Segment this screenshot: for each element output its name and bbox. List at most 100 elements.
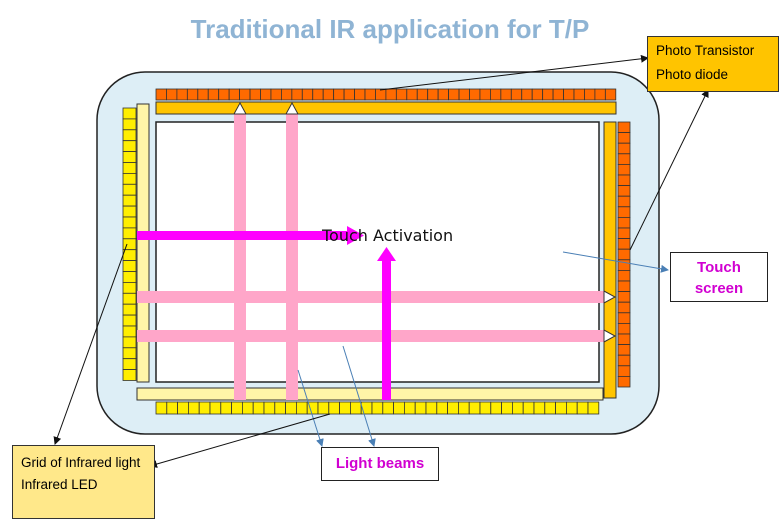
infrared-led-cell [122, 216, 137, 229]
photo-transistor-cell [354, 88, 366, 101]
photo-transistor-cell [617, 375, 631, 388]
infrared-led-cell [122, 292, 137, 305]
infrared-led-cell [533, 401, 546, 415]
photo-transistor-cell [617, 312, 631, 324]
bottom-infrared-led-array [155, 401, 600, 415]
infrared-led-cell [576, 401, 589, 415]
photo-transistor-cell [260, 88, 272, 101]
photo-transistor-cell [617, 280, 631, 293]
photo-transistor-cell [218, 88, 230, 101]
photo-transistor-cell [500, 88, 512, 101]
photo-transistor-cell [437, 88, 449, 101]
infrared-led-cell [198, 401, 211, 415]
infrared-led-cell [317, 401, 330, 415]
photo-diode-text: Photo diode [656, 67, 729, 82]
photo-diode-leader [629, 89, 709, 251]
infrared-led-cell [122, 151, 137, 163]
beam-arrowhead [603, 290, 617, 304]
infrared-led-cell [122, 369, 137, 381]
photo-transistor-cell [617, 301, 631, 314]
photo-transistor-cell [617, 248, 631, 261]
photo-transistor-cell [552, 88, 564, 101]
photo-transistor-cell [617, 153, 631, 165]
photo-transistor-cell [186, 88, 199, 101]
photo-transistor-cell [479, 88, 491, 101]
photo-transistor-cell [395, 88, 408, 101]
infrared-led-cell [382, 401, 394, 415]
photo-transistor-cell [469, 88, 481, 101]
infrared-led-cell [468, 401, 481, 415]
photo-transistor-cell [176, 88, 188, 101]
photo-transistor-cell [617, 227, 631, 240]
infrared-led-cell [241, 401, 254, 415]
infrared-led-cell [360, 401, 373, 415]
photo-transistor-cell [617, 322, 631, 335]
photo-transistor-cell [489, 88, 502, 101]
bottom-led-strip [136, 387, 604, 401]
photo-transistor-cell [604, 88, 617, 101]
photo-transistor-cell [510, 88, 523, 101]
beam-arrowhead [603, 329, 617, 343]
photo-transistor-cell [521, 88, 533, 101]
infrared-led-cell [122, 271, 137, 283]
infrared-led-cell [371, 401, 384, 415]
photo-transistor-cell [343, 88, 355, 101]
infrared-led-cell [122, 129, 137, 142]
infrared-led-cell [425, 401, 438, 415]
photo-transistor-cell [270, 88, 282, 101]
infrared-led-cell [122, 227, 137, 240]
infrared-led-cell [122, 183, 137, 196]
photo-transistor-cell [617, 174, 631, 187]
infrared-callout: Grid of Infrared light Infrared LED [12, 445, 155, 519]
photo-transistor-cell [531, 88, 544, 101]
photo-transistor-cell [448, 88, 460, 101]
touch-vertical-beam [382, 259, 391, 400]
infrared-led-cell [447, 401, 459, 415]
infrared-led-cell [501, 401, 513, 415]
infrared-led-cell [479, 401, 492, 415]
vertical-light-beam [286, 114, 298, 400]
infrared-led-cell [122, 325, 137, 338]
infrared-led-cell [166, 401, 179, 415]
photo-transistor-cell [406, 88, 418, 101]
infrared-led-cell [328, 401, 340, 415]
touch-horizontal-arrowhead [347, 226, 364, 245]
infrared-led-cell [187, 401, 200, 415]
infrared-led-cell [122, 249, 137, 261]
infrared-grid-leader [53, 243, 128, 445]
photo-transistor-cell [584, 88, 596, 101]
photo-transistor-cell [617, 132, 631, 144]
vertical-light-beam [234, 114, 246, 400]
photo-transistor-cell [416, 88, 429, 101]
infrared-led-leader [149, 413, 331, 468]
touch-screen-text: Touch screen [694, 259, 744, 297]
infrared-led-cell [436, 401, 448, 415]
photo-transistor-cell [166, 88, 178, 101]
infrared-led-cell [457, 401, 470, 415]
photo-transistor-leader [379, 54, 649, 91]
photo-transistor-cell [594, 88, 606, 101]
photo-transistor-cell [458, 88, 470, 101]
infrared-led-cell [122, 314, 137, 327]
top-sensor-strip [155, 101, 617, 115]
photo-transistor-cell [375, 88, 387, 101]
photo-transistor-cell [617, 216, 631, 229]
infrared-led-cell [544, 401, 556, 415]
photo-transistor-cell [617, 365, 631, 377]
infrared-led-cell [122, 107, 137, 120]
infrared-led-cell [209, 401, 222, 415]
photo-transistor-cell [617, 142, 631, 155]
photo-transistor-cell [228, 88, 240, 101]
photo-transistor-cell [617, 185, 631, 197]
infrared-led-cell [587, 401, 600, 415]
top-photo-transistor-array [155, 88, 617, 101]
infrared-led-cell [295, 401, 308, 415]
photo-transistor-cell [563, 88, 575, 101]
photo-transistor-cell [617, 121, 631, 134]
photo-transistor-cell [542, 88, 554, 101]
photo-transistor-cell [617, 269, 631, 282]
photo-transistor-cell [291, 88, 303, 101]
infrared-led-cell [122, 336, 137, 349]
